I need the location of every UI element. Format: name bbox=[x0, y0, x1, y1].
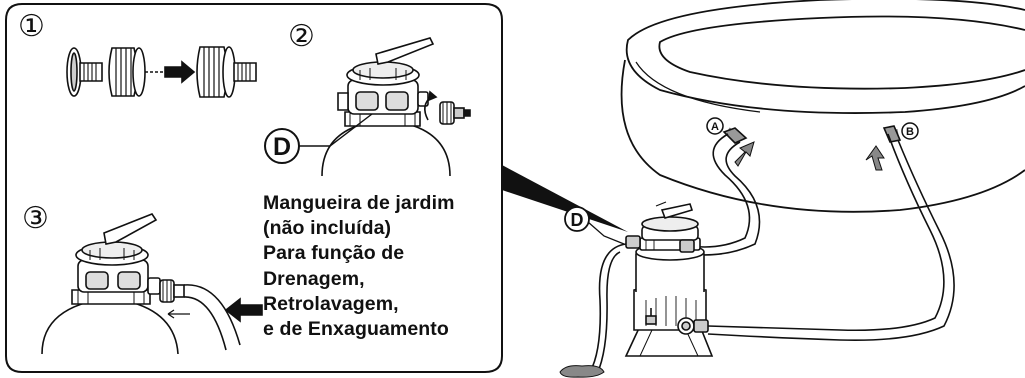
b-label: B bbox=[901, 122, 919, 140]
callout-line-4: Drenagem, bbox=[263, 267, 365, 290]
callout-pointer bbox=[502, 165, 628, 232]
svg-text:D: D bbox=[273, 133, 291, 161]
step-3-valve bbox=[41, 213, 263, 355]
flow-arrow-b bbox=[865, 145, 885, 171]
step-2-marker: ② bbox=[288, 19, 315, 54]
garden-hose-callout: Mangueira de jardim (não incluída) Para … bbox=[263, 191, 455, 342]
callout-line-5: Retrolavagem, bbox=[263, 292, 399, 315]
hoses bbox=[589, 133, 955, 375]
pool-outlet-b bbox=[882, 125, 902, 143]
step-3-marker: ③ bbox=[22, 201, 49, 236]
pool-inlet-a bbox=[722, 127, 748, 144]
callout-line-2: (não incluída) bbox=[263, 217, 392, 240]
step-2-valve bbox=[299, 37, 471, 177]
drain-puddle bbox=[559, 365, 605, 378]
flow-arrow-a bbox=[734, 141, 755, 167]
d-label-main: D bbox=[564, 206, 625, 245]
step-1-fittings bbox=[66, 46, 257, 98]
d-label-detail: D bbox=[264, 128, 300, 164]
filter-pump bbox=[624, 201, 714, 357]
callout-line-3: Para função de bbox=[263, 242, 405, 265]
step-1-marker: ① bbox=[18, 9, 45, 44]
a-label: A bbox=[706, 117, 724, 135]
svg-text:B: B bbox=[906, 126, 914, 138]
callout-line-6: e de Enxaguamento bbox=[263, 318, 449, 341]
svg-text:D: D bbox=[571, 210, 584, 230]
svg-text:A: A bbox=[711, 121, 719, 133]
callout-line-1: Mangueira de jardim bbox=[263, 192, 455, 214]
pool bbox=[620, 0, 1025, 213]
